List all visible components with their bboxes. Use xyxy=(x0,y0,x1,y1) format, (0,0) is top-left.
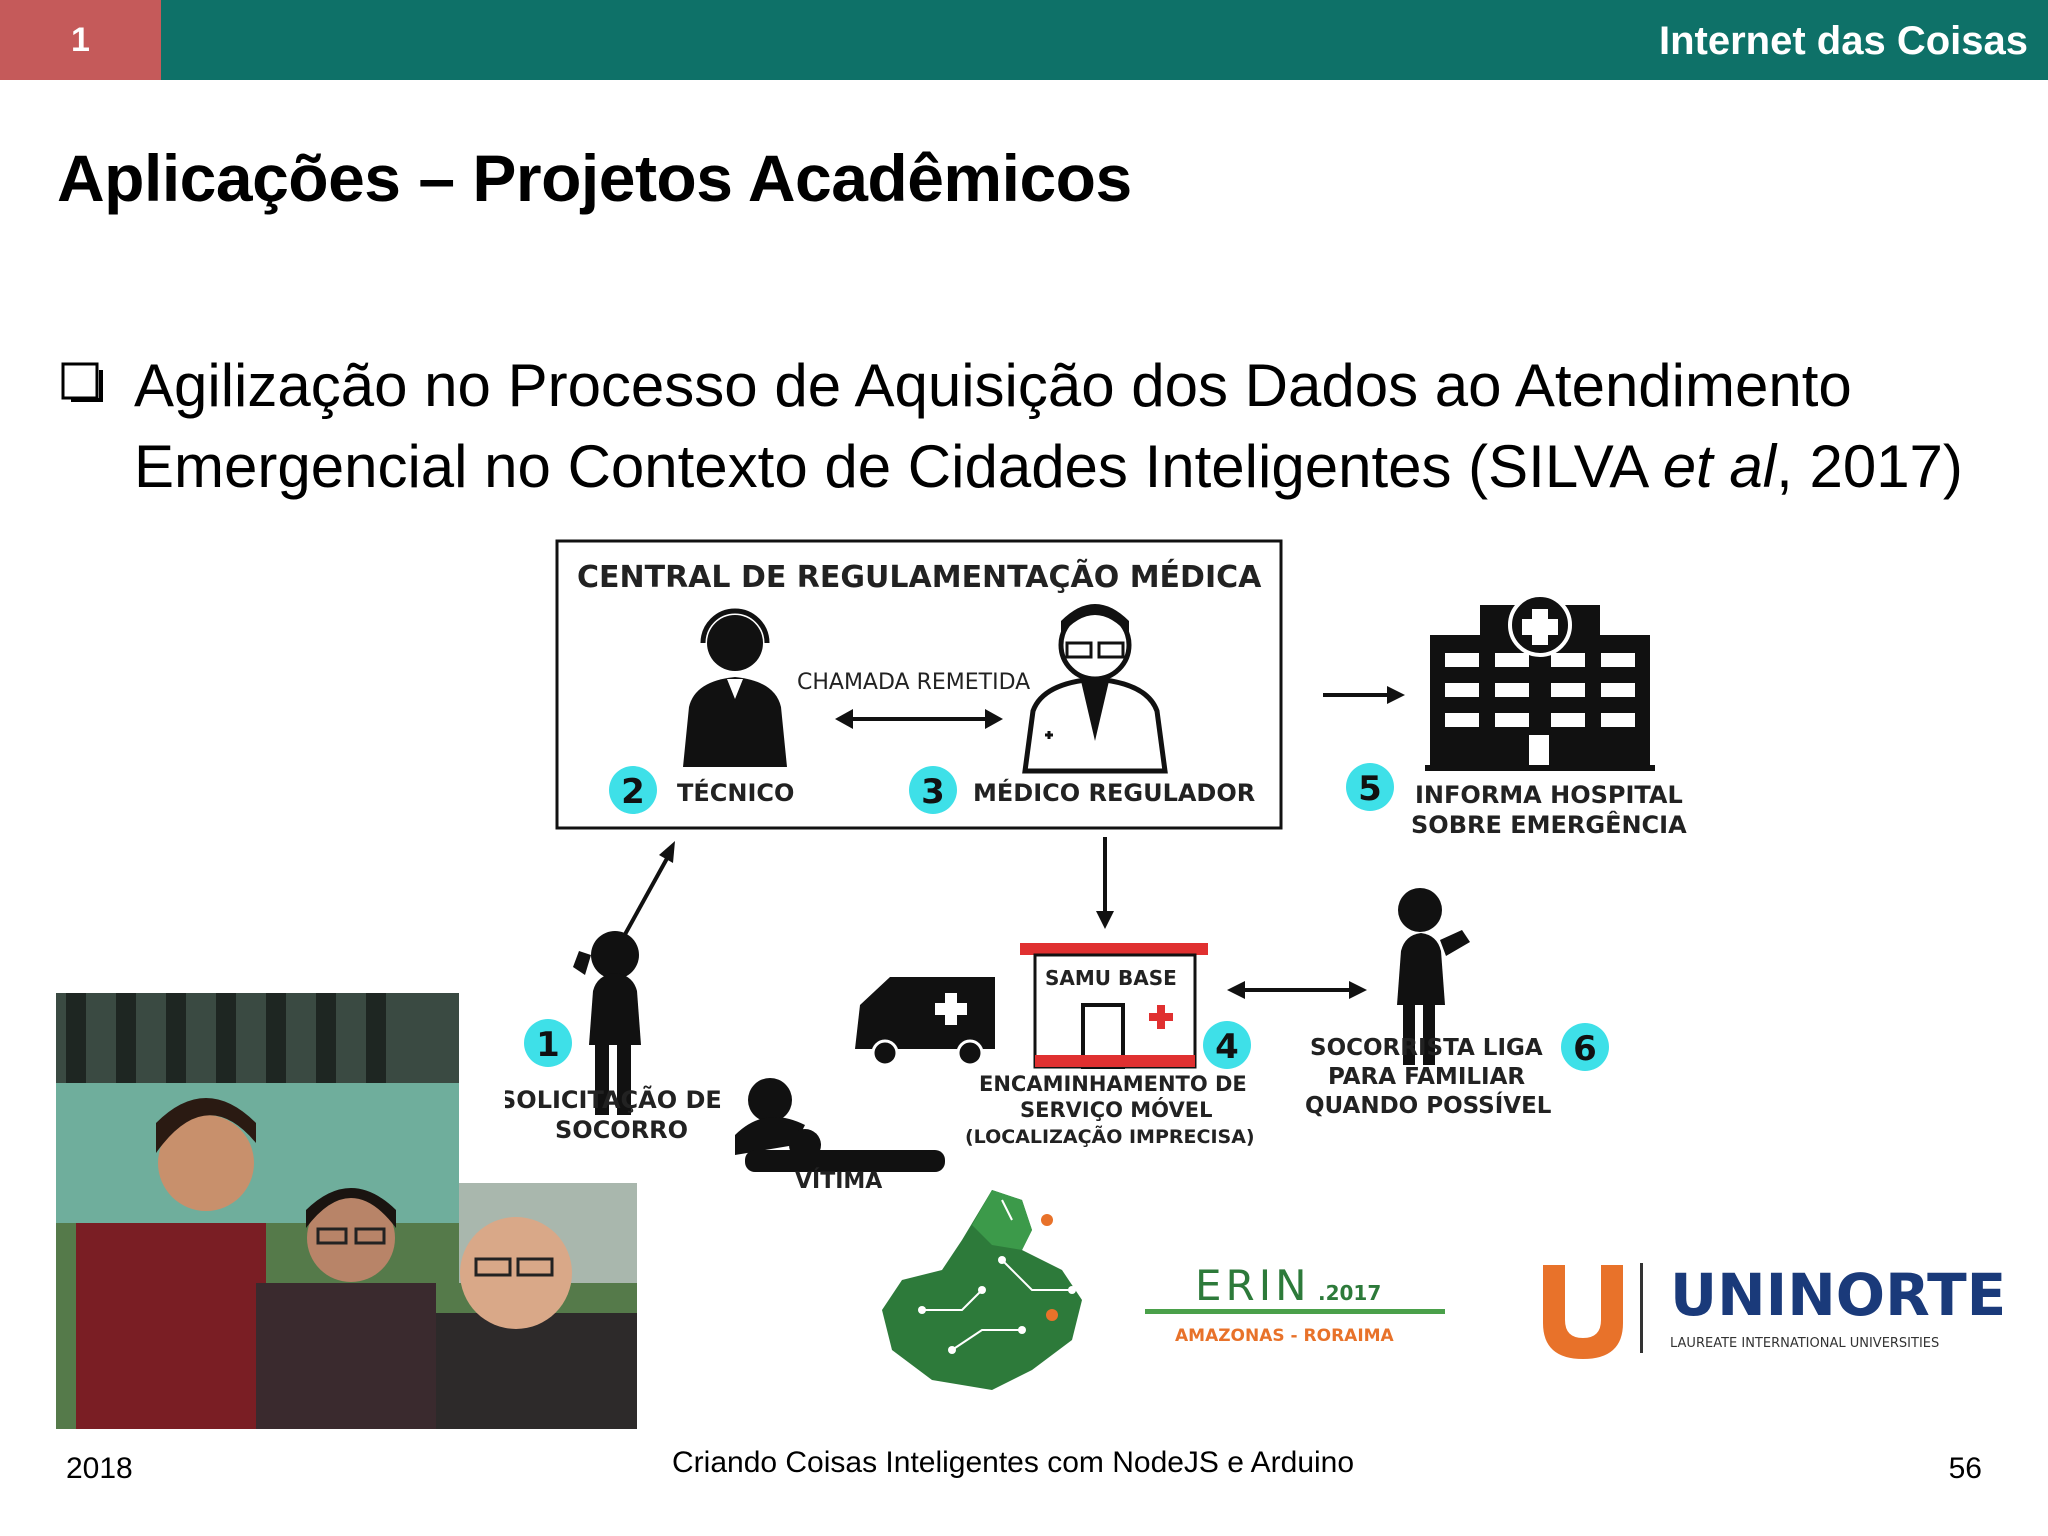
technician-icon xyxy=(683,608,787,767)
erin-sub: AMAZONAS - RORAIMA xyxy=(1175,1326,1395,1346)
bullet-text: Agilização no Processo de Aquisição dos … xyxy=(134,352,1963,500)
step-6-line3: QUANDO POSSÍVEL xyxy=(1305,1091,1552,1119)
step-1-line2: SOCORRO xyxy=(555,1116,688,1144)
uninorte-sub: LAUREATE INTERNATIONAL UNIVERSITIES xyxy=(1670,1336,1939,1351)
samu-label: SAMU BASE xyxy=(1045,966,1177,990)
uninorte-logo: UNINORTE LAUREATE INTERNATIONAL UNIVERSI… xyxy=(1543,1261,2006,1359)
footer-page-number: 56 xyxy=(1948,1452,1982,1485)
step-6-circle xyxy=(1561,1023,1609,1071)
rescuer-icon xyxy=(1397,888,1470,1065)
step-2-label: TÉCNICO xyxy=(677,778,794,807)
footer-year: 2018 xyxy=(66,1452,133,1485)
course-title: Internet das Coisas xyxy=(1658,19,2028,63)
erin-logo: ERIN .2017 AMAZONAS - RORAIMA xyxy=(1145,1261,1445,1346)
arrow-to-hospital xyxy=(1323,686,1405,704)
double-arrow-samu-rescuer xyxy=(1227,981,1367,999)
step-4-circle xyxy=(1203,1021,1251,1069)
group-photo xyxy=(56,993,637,1429)
slide-number: 1 xyxy=(0,0,161,80)
step-2-number: 2 xyxy=(621,772,645,812)
footer-center: Criando Coisas Inteligentes com NodeJS e… xyxy=(672,1446,1355,1479)
step-3-circle xyxy=(909,766,957,814)
uninorte-main: UNINORTE xyxy=(1670,1261,2006,1329)
amazonas-roraima-map-logo xyxy=(882,1190,1082,1390)
step-4-number: 4 xyxy=(1215,1027,1239,1067)
victim-icon xyxy=(735,1078,945,1172)
step-1-number: 1 xyxy=(536,1025,560,1065)
ambulance-icon xyxy=(855,977,995,1067)
checkbox-bullet-icon xyxy=(61,362,103,402)
hospital-icon xyxy=(1425,593,1655,771)
samu-base-icon xyxy=(1020,943,1208,1069)
doctor-icon xyxy=(1022,604,1168,774)
step-2-circle xyxy=(609,766,657,814)
caller-icon xyxy=(573,931,641,1115)
step-5-line1: INFORMA HOSPITAL xyxy=(1415,781,1683,809)
arrow-down-to-samu xyxy=(1096,837,1114,929)
erin-year: .2017 xyxy=(1318,1281,1381,1305)
step-3-number: 3 xyxy=(921,772,945,812)
step-3-label: MÉDICO REGULADOR xyxy=(973,778,1255,807)
victim-label: VÍTIMA xyxy=(795,1168,882,1194)
step-4-line3: (LOCALIZAÇÃO IMPRECISA) xyxy=(965,1124,1255,1148)
header-bar: 1 Internet das Coisas xyxy=(0,0,2048,80)
step-6-line1: SOCORRISTA LIGA xyxy=(1310,1035,1543,1061)
step-6-line2: PARA FAMILIAR xyxy=(1328,1064,1525,1090)
emergency-flow-diagram: CENTRAL DE REGULAMENTAÇÃO MÉDICA CHAMADA… xyxy=(505,539,1687,1194)
erin-main: ERIN xyxy=(1195,1261,1311,1310)
central-title: CENTRAL DE REGULAMENTAÇÃO MÉDICA xyxy=(577,558,1262,595)
double-arrow-call xyxy=(835,709,1003,729)
step-1-line1: SOLICITAÇÃO DE xyxy=(505,1085,722,1114)
step-5-number: 5 xyxy=(1358,769,1382,809)
call-label: CHAMADA REMETIDA xyxy=(797,670,1030,695)
step-4-line1: ENCAMINHAMENTO DE xyxy=(979,1072,1247,1096)
slide-title: Aplicações – Projetos Acadêmicos xyxy=(57,141,1132,215)
step-1-circle xyxy=(524,1019,572,1067)
step-6-number: 6 xyxy=(1573,1029,1597,1069)
step-5-line2: SOBRE EMERGÊNCIA xyxy=(1411,810,1687,839)
step-4-line2: SERVIÇO MÓVEL xyxy=(1020,1097,1212,1122)
step-5-circle xyxy=(1346,763,1394,811)
